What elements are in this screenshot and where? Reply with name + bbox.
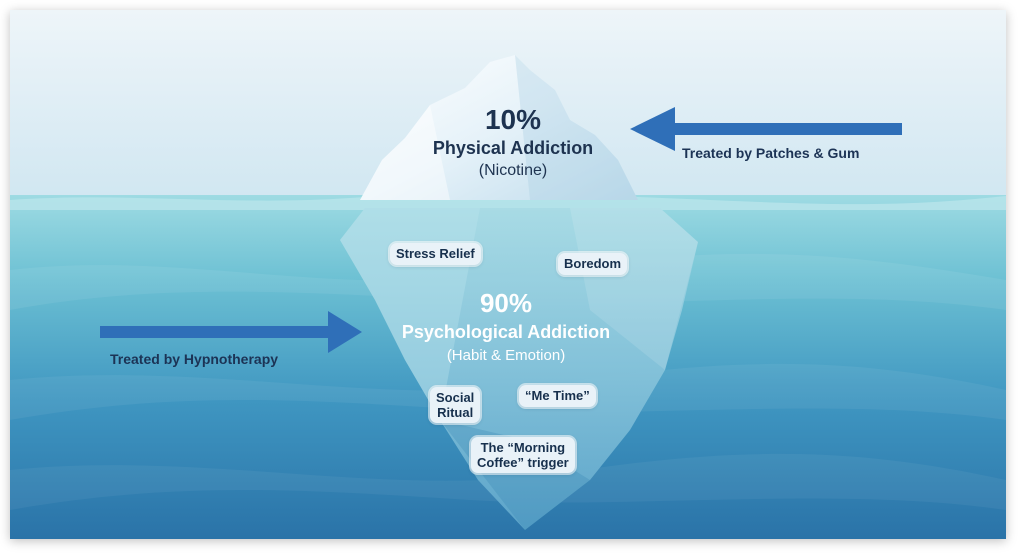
top-subtitle: (Nicotine) (478, 162, 548, 179)
iceberg-facet (360, 105, 450, 200)
trigger-social-ritual-line1: Social (436, 390, 475, 405)
iceberg-scene (10, 10, 1006, 539)
trigger-morning-coffee-line2: Coffee” trigger (477, 455, 569, 470)
iceberg-tip (360, 55, 638, 200)
trigger-boredom: Boredom (558, 253, 628, 275)
top-title: Physical Addiction (432, 138, 594, 158)
arrow-patches (630, 107, 902, 151)
bottom-title: Psychological Addiction (401, 322, 611, 342)
trigger-morning-coffee: The “Morning Coffee” trigger (471, 437, 575, 473)
iceberg-facet (570, 208, 698, 370)
trigger-social-ritual-line2: Ritual (437, 405, 474, 420)
water-surface (10, 193, 1006, 210)
iceberg-facet (515, 55, 638, 200)
bottom-subtitle: (Habit & Emotion) (446, 347, 566, 364)
iceberg-underwater (340, 208, 698, 530)
trigger-morning-coffee-line1: The “Morning (480, 440, 566, 455)
arrow-patches-label: Treated by Patches & Gum (682, 145, 860, 161)
trigger-social-ritual: Social Ritual (430, 387, 481, 423)
trigger-me-time: “Me Time” (519, 385, 596, 407)
trigger-stress-relief: Stress Relief (390, 243, 481, 265)
arrow-hypnotherapy (100, 311, 362, 353)
arrow-hypnotherapy-label: Treated by Hypnotherapy (110, 351, 279, 367)
bottom-percent: 90% (479, 288, 533, 318)
top-percent: 10% (484, 104, 542, 135)
diagram-frame: 10% Physical Addiction (Nicotine) 90% Ps… (10, 10, 1006, 539)
